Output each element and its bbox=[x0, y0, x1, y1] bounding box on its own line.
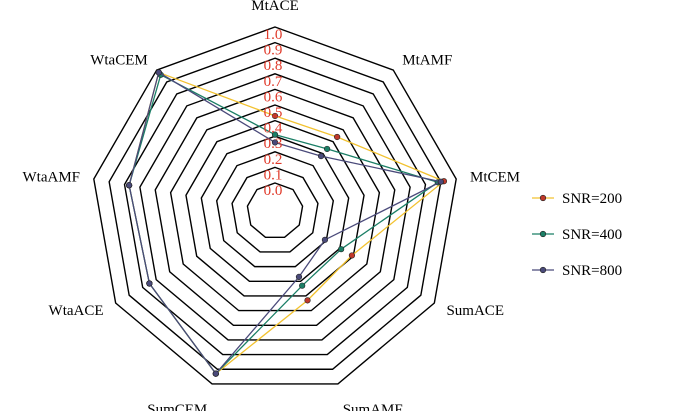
legend-label: SNR=200 bbox=[562, 191, 622, 207]
tick-label: 1.0 bbox=[264, 27, 283, 43]
axis-label-mtcem: MtCEM bbox=[470, 170, 520, 186]
grid-ring bbox=[246, 182, 304, 239]
series-point-snr-800-sumcem bbox=[212, 370, 219, 377]
series-layer bbox=[126, 69, 448, 377]
tick-label: 0.1 bbox=[264, 167, 283, 183]
series-point-snr-200-sumace bbox=[348, 252, 356, 259]
series-point-snr-800-sumamf bbox=[295, 273, 303, 280]
legend-marker bbox=[539, 230, 547, 238]
series-point-snr-800-mtace bbox=[271, 139, 279, 146]
axis-label-wtaamf: WtaAMF bbox=[23, 170, 81, 186]
grid-ring bbox=[200, 135, 350, 282]
series-point-snr-800-wtacem bbox=[155, 69, 162, 76]
series-line-snr-800 bbox=[128, 71, 443, 375]
series-point-snr-400-sumamf bbox=[299, 282, 306, 289]
tick-label: 0.2 bbox=[264, 152, 283, 168]
grid-ring bbox=[108, 41, 442, 370]
axis-label-mtamf: MtAMF bbox=[402, 52, 452, 68]
legend-label: SNR=800 bbox=[562, 263, 622, 279]
axis-label-mtace: MtACE bbox=[251, 0, 299, 14]
axis-labels: MtACE MtAMF MtCEM SumACE SumAMF SumCEM WtaACE W… bbox=[23, 0, 520, 411]
tick-label: 0.4 bbox=[264, 121, 283, 137]
tick-label: 0.0 bbox=[264, 183, 283, 199]
grid-ring bbox=[215, 151, 335, 268]
tick-label: 0.9 bbox=[264, 43, 283, 59]
axis-label-wtacem: WtaCEM bbox=[90, 52, 148, 68]
series-point-snr-200-sumamf bbox=[304, 297, 311, 304]
tick-label: 0.5 bbox=[264, 105, 283, 121]
series-point-snr-800-sumace bbox=[321, 236, 329, 243]
axis-label-sumamf: SumAMF bbox=[343, 402, 403, 411]
series-point-snr-400-mtamf bbox=[323, 145, 331, 153]
series-point-snr-400-mtace bbox=[271, 131, 279, 138]
legend-label: SNR=400 bbox=[562, 227, 622, 243]
grid-ring bbox=[231, 166, 319, 253]
series-point-snr-400-sumace bbox=[338, 246, 345, 253]
grid-ring bbox=[185, 119, 365, 297]
grid-ring bbox=[139, 73, 411, 341]
legend-marker bbox=[539, 194, 547, 202]
tick-label: 0.6 bbox=[264, 89, 283, 105]
series-point-snr-800-mtamf bbox=[317, 152, 325, 160]
tick-label: 0.8 bbox=[264, 58, 283, 74]
series-point-snr-200-mtamf bbox=[334, 133, 341, 141]
grid-ring bbox=[169, 104, 381, 312]
legend-marker bbox=[539, 266, 547, 274]
tick-labels: 0.00.10.20.30.40.50.60.70.80.91.0 bbox=[264, 27, 283, 199]
grid-ring bbox=[123, 57, 427, 356]
series-point-snr-200-mtace bbox=[271, 112, 279, 120]
axis-label-sumcem: SumCEM bbox=[147, 402, 207, 411]
axis-label-wtaace: WtaACE bbox=[49, 303, 104, 319]
series-point-snr-800-mtcem bbox=[437, 178, 444, 185]
series-point-snr-800-wtaace bbox=[146, 280, 153, 287]
axis-label-sumace: SumACE bbox=[446, 303, 504, 319]
series-point-snr-800-wtaamf bbox=[126, 182, 133, 189]
tick-label: 0.3 bbox=[264, 136, 283, 152]
grid-ring bbox=[93, 26, 457, 385]
grid-ring bbox=[154, 88, 396, 326]
tick-label: 0.7 bbox=[264, 74, 283, 90]
series-line-snr-400 bbox=[128, 73, 440, 375]
radar-grid bbox=[93, 26, 457, 385]
